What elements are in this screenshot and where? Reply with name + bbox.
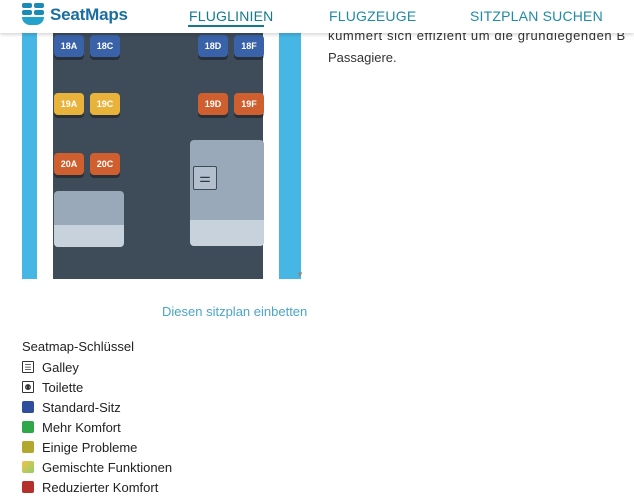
seat-19d[interactable]: 19D	[198, 93, 228, 115]
galley-icon: ⚌	[193, 166, 217, 190]
seat-18c[interactable]: 18C	[90, 35, 120, 57]
reduced-comfort-swatch	[22, 481, 34, 493]
fuselage-right	[279, 33, 301, 279]
seatmap-legend: ☰ Galley ⚉ Toilette Standard-Sitz Mehr K…	[22, 357, 172, 497]
seat-18f[interactable]: 18F	[234, 35, 264, 57]
more-comfort-swatch	[22, 421, 34, 433]
galley-block	[190, 140, 264, 246]
standard-seat-swatch	[22, 401, 34, 413]
top-navigation-bar: SeatMaps FLUGLINIEN FLUGZEUGE SITZPLAN S…	[0, 0, 634, 33]
seatmaps-logo-icon	[22, 3, 46, 27]
some-issues-swatch	[22, 441, 34, 453]
seat-20c[interactable]: 20C	[90, 153, 120, 175]
seat-map[interactable]: 18A 18C 18D 18F 19A 19C 19D 19F 20A 20C …	[22, 33, 301, 279]
scroll-down-icon[interactable]: ▼	[296, 270, 304, 279]
active-nav-underline	[188, 25, 264, 27]
legend-title: Seatmap-Schlüssel	[22, 339, 134, 354]
legend-label: Gemischte Funktionen	[42, 459, 173, 475]
nav-sitzplan-suchen[interactable]: SITZPLAN SUCHEN	[470, 8, 603, 24]
cabin-wall-right	[263, 33, 279, 279]
legend-label: Mehr Komfort	[42, 419, 121, 435]
bulkhead-left	[54, 191, 124, 247]
embed-seatmap-link[interactable]: Diesen sitzplan einbetten	[162, 304, 308, 319]
legend-item: ☰ Galley	[22, 357, 172, 377]
seat-19c[interactable]: 19C	[90, 93, 120, 115]
cabin-wall-left	[37, 33, 53, 279]
nav-fluglinien[interactable]: FLUGLINIEN	[189, 8, 274, 24]
legend-label: Standard-Sitz	[42, 399, 121, 415]
legend-item: Mehr Komfort	[22, 417, 172, 437]
nav-flugzeuge[interactable]: FLUGZEUGE	[329, 8, 417, 24]
legend-item: ⚉ Toilette	[22, 377, 172, 397]
article-line: Passagiere.	[328, 50, 397, 65]
legend-label: Toilette	[42, 379, 84, 395]
seat-18a[interactable]: 18A	[54, 35, 84, 57]
galley-icon: ☰	[22, 361, 34, 373]
seat-18d[interactable]: 18D	[198, 35, 228, 57]
legend-label: Einige Probleme	[42, 439, 138, 455]
toilet-icon: ⚉	[22, 381, 34, 393]
fuselage-left	[22, 33, 37, 279]
legend-label: Reduzierter Komfort	[42, 479, 159, 495]
legend-label: Galley	[42, 359, 79, 375]
logo-text: SeatMaps	[50, 5, 128, 24]
mixed-features-swatch	[22, 461, 34, 473]
seat-20a[interactable]: 20A	[54, 153, 84, 175]
seat-19a[interactable]: 19A	[54, 93, 84, 115]
legend-item: Reduzierter Komfort	[22, 477, 172, 497]
legend-item: Gemischte Funktionen	[22, 457, 172, 477]
legend-item: Einige Probleme	[22, 437, 172, 457]
seat-19f[interactable]: 19F	[234, 93, 264, 115]
legend-item: Standard-Sitz	[22, 397, 172, 417]
seatmaps-logo[interactable]: SeatMaps	[22, 3, 128, 27]
